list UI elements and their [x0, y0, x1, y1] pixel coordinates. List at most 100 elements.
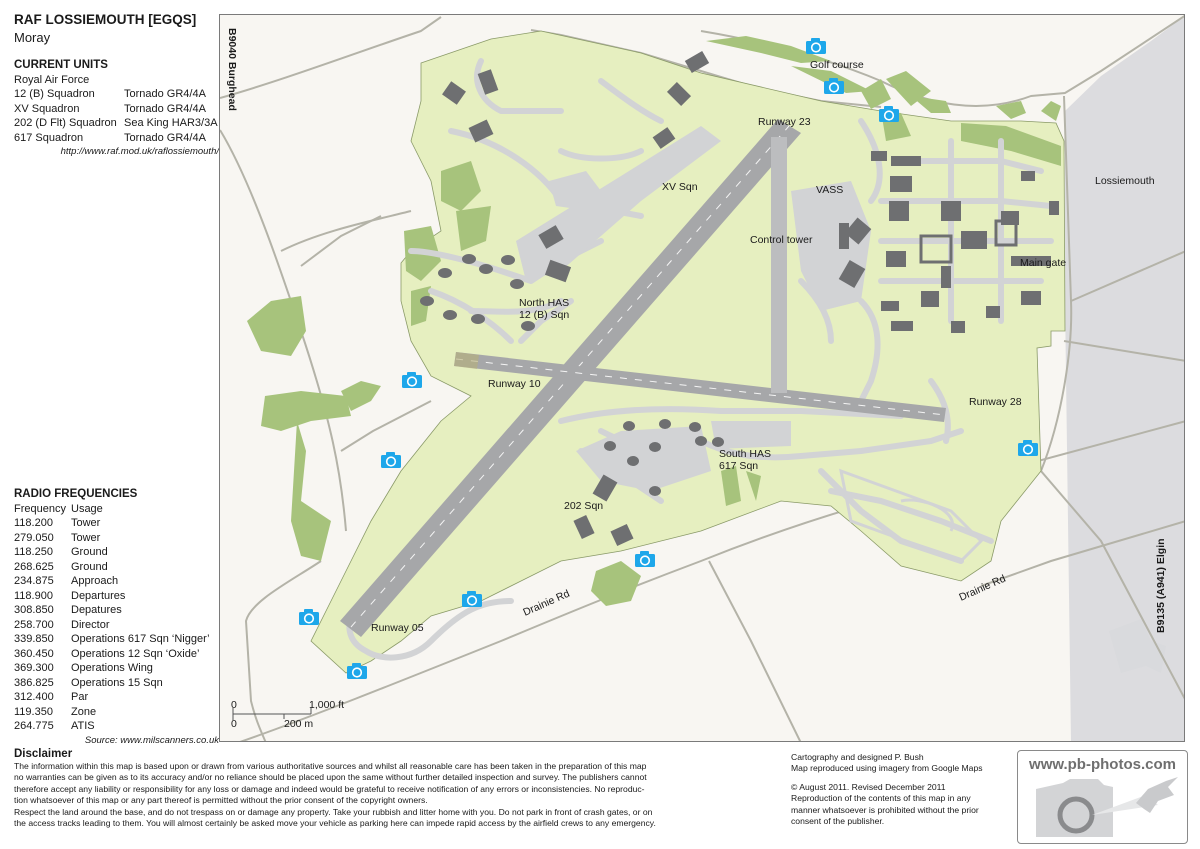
radio-row: 118.250 Ground	[14, 545, 219, 560]
scale-m-label: 200 m	[284, 718, 313, 730]
current-units-panel: CURRENT UNITS Royal Air Force 12 (B) Squ…	[14, 58, 219, 160]
usage: Ground	[71, 546, 108, 558]
radio-row: 234.875 Approach	[14, 574, 219, 589]
disclaimer-line: Respect the land around the base, and do…	[14, 806, 653, 817]
buildings	[442, 50, 1059, 547]
frequency: 118.250	[14, 546, 53, 558]
credit-copyright: © August 2011. Revised December 2011	[791, 781, 946, 792]
label-runway-23: Runway 23	[758, 116, 811, 128]
label-vass: VASS	[816, 184, 843, 196]
unit-row: XV Squadron Tornado GR4/4A	[14, 102, 219, 117]
usage: Par	[71, 691, 89, 703]
label-202-sqn: 202 Sqn	[564, 500, 603, 512]
col-frequency: Frequency	[14, 502, 66, 515]
unit-row: 202 (D Flt) Squadron Sea King HAR3/3A	[14, 116, 219, 131]
unit-name: XV Squadron	[14, 102, 80, 115]
usage: Operations 15 Sqn	[71, 676, 163, 689]
unit-aircraft: Tornado GR4/4A	[124, 131, 206, 144]
usage: Ground	[71, 560, 108, 573]
airfield-boundary	[310, 30, 1066, 674]
radio-row: 339.850 Operations 617 Sqn ‘Nigger’	[14, 632, 219, 647]
scale-m-zero: 0	[231, 718, 237, 730]
units-service: Royal Air Force	[14, 73, 90, 86]
credit-imagery: Map reproduced using imagery from Google…	[791, 763, 983, 774]
usage: ATIS	[71, 720, 95, 732]
usage: Approach	[71, 575, 119, 587]
usage: Operations 617 Sqn ‘Nigger’	[71, 633, 210, 645]
logo-text: www.pb-photos.com	[1029, 756, 1176, 773]
label-xv-sqn: XV Sqn	[662, 181, 698, 193]
unit-aircraft: Tornado GR4/4A	[124, 88, 206, 100]
disclaimer-line: no warranties can be given as to its acc…	[14, 772, 647, 783]
radio-source: Source: www.milscanners.co.uk	[84, 734, 219, 746]
label-runway-05: Runway 05	[371, 622, 424, 634]
radio-row: 264.775 ATIS	[14, 719, 219, 734]
camera-icon	[634, 550, 656, 568]
town-area-small	[1109, 619, 1166, 673]
credit-reproduction: consent of the publisher.	[791, 816, 885, 827]
disclaimer: Disclaimer The information within this m…	[14, 747, 774, 829]
unit-name: 202 (D Flt) Squadron	[14, 117, 117, 129]
frequency: 339.850	[14, 633, 54, 645]
town-lossiemouth-area	[1065, 16, 1184, 741]
credits: Cartography and designed P. Bush Map rep…	[791, 752, 1011, 834]
disclaimer-line: therefore accept any liability or respon…	[14, 783, 645, 794]
scale-bar: 0 1,000 ft 0 200 m	[231, 699, 344, 730]
radio-row: 118.200 Tower	[14, 516, 219, 531]
units-url-link[interactable]: http://www.raf.mod.uk/raflossiemouth/	[60, 146, 219, 157]
label-north-has: North HAS	[519, 297, 569, 309]
map-subtitle: Moray	[14, 30, 51, 45]
dispersal-area	[839, 468, 984, 563]
label-main-gate: Main gate	[1020, 257, 1066, 269]
usage: Director	[71, 618, 110, 631]
unit-aircraft: Tornado GR4/4A	[124, 102, 206, 115]
frequency: 264.775	[14, 720, 54, 732]
unit-aircraft: Sea King HAR3/3A	[124, 117, 218, 129]
usage: Tower	[71, 531, 101, 544]
scale-ft-zero: 0	[231, 699, 237, 711]
frequency: 118.900	[14, 589, 53, 602]
frequency: 308.850	[14, 604, 54, 616]
credit-cartography: Cartography and designed P. Bush	[791, 752, 924, 762]
radio-heading: RADIO FREQUENCIES	[14, 488, 138, 500]
disclaimer-line: The information within this map is based…	[14, 761, 647, 771]
label-south-has: South HAS	[719, 448, 771, 460]
frequency: 369.300	[14, 662, 54, 674]
frequency: 234.875	[14, 575, 54, 587]
credit-reproduction: manner whatsoever is prohibited without …	[791, 804, 979, 815]
label-control-tower: Control tower	[750, 234, 813, 246]
parallel-taxiway	[771, 137, 787, 393]
runway-10-28	[454, 352, 946, 422]
frequency: 118.200	[14, 517, 53, 529]
label-617-sqn: 617 Sqn	[719, 460, 758, 472]
label-b9135: B9135 (A941) Elgin	[1155, 538, 1167, 633]
camera-icon	[298, 608, 320, 626]
frequency: 360.450	[14, 647, 54, 660]
usage: Departures	[71, 589, 126, 602]
map-canvas: B9040 Burghead B9135 (A941) Elgin Golf c…	[220, 15, 1184, 741]
camera-icon	[805, 37, 827, 55]
disclaimer-line: the access tracks leading to them. You w…	[14, 818, 656, 829]
label-12b-sqn: 12 (B) Sqn	[519, 309, 569, 321]
pb-photos-logo[interactable]: www.pb-photos.com	[1017, 750, 1188, 844]
frequency: 258.700	[14, 618, 54, 631]
label-b9040: B9040 Burghead	[226, 28, 238, 111]
label-runway-10: Runway 10	[488, 378, 541, 390]
scale-ft-label: 1,000 ft	[309, 699, 344, 711]
units-heading: CURRENT UNITS	[14, 59, 108, 71]
usage: Operations Wing	[71, 662, 153, 674]
airfield-map[interactable]: B9040 Burghead B9135 (A941) Elgin Golf c…	[219, 14, 1185, 742]
camera-icon	[380, 451, 402, 469]
usage: Tower	[71, 517, 101, 529]
label-runway-28: Runway 28	[969, 396, 1022, 408]
label-golf-course: Golf course	[810, 59, 864, 71]
hardened-aircraft-shelters	[420, 254, 724, 496]
